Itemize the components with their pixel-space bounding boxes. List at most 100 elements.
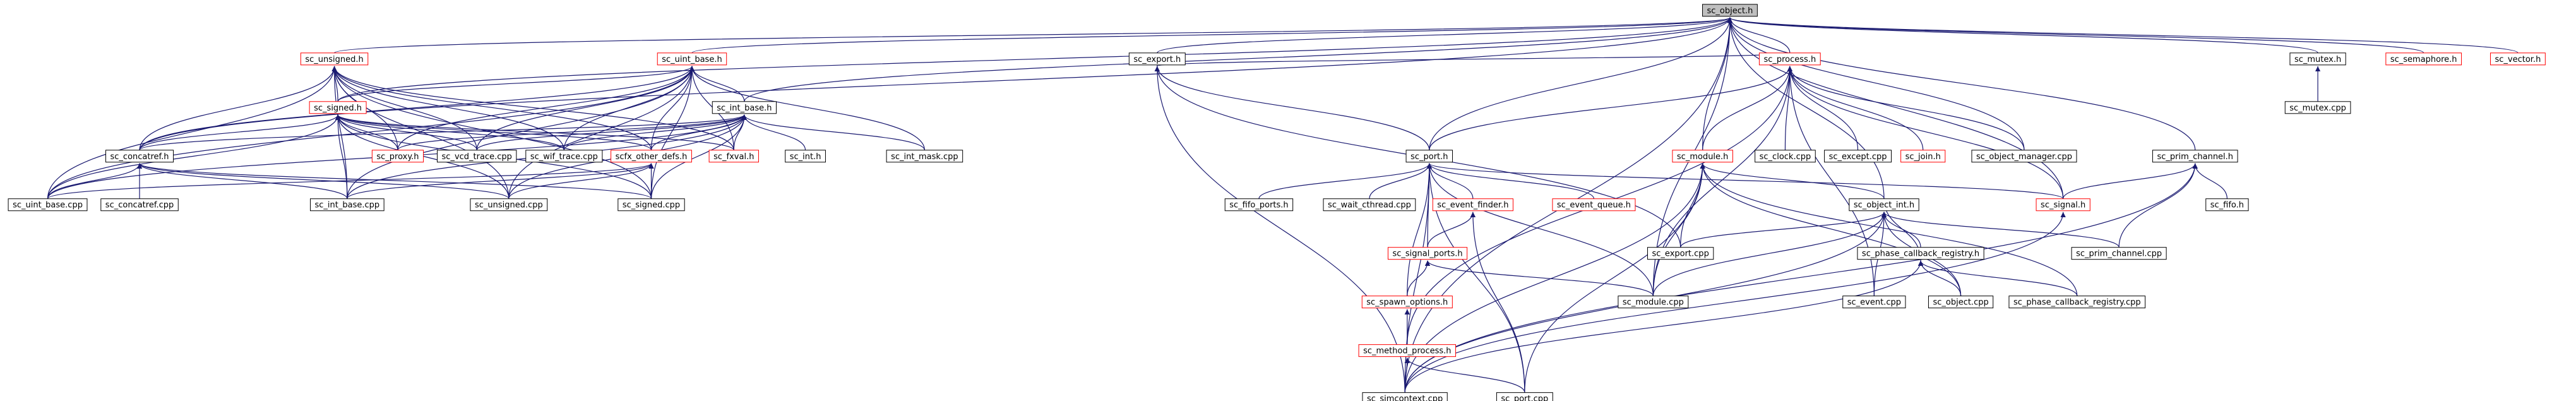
node-sc-export-h[interactable]: sc_export.h: [1128, 52, 1186, 66]
node-sc-int-base-cpp[interactable]: sc_int_base.cpp: [310, 198, 385, 212]
node-sc-phase-callback-registry-h[interactable]: sc_phase_callback_registry.h: [1857, 247, 1984, 260]
node-sc-signed-h[interactable]: sc_signed.h: [309, 101, 367, 114]
node-sc-method-process-h[interactable]: sc_method_process.h: [1358, 344, 1457, 357]
node-sc-prim-channel-h[interactable]: sc_prim_channel.h: [2152, 150, 2238, 163]
node-box[interactable]: [886, 150, 963, 163]
node-box[interactable]: [1842, 296, 1906, 309]
node-sc-export-cpp[interactable]: sc_export.cpp: [1647, 247, 1714, 260]
node-box[interactable]: [437, 150, 517, 163]
node-sc-uint-base-h[interactable]: sc_uint_base.h: [657, 52, 727, 66]
node-sc-event-queue-h[interactable]: sc_event_queue.h: [1552, 198, 1636, 212]
node-box[interactable]: [1358, 344, 1457, 357]
node-sc-semaphore-h[interactable]: sc_semaphore.h: [2385, 52, 2462, 66]
node-box[interactable]: [8, 198, 88, 212]
node-box[interactable]: [1971, 150, 2077, 163]
node-sc-unsigned-h[interactable]: sc_unsigned.h: [300, 52, 369, 66]
node-box[interactable]: [2071, 247, 2167, 260]
node-sc-object-h[interactable]: sc_object.h: [1702, 4, 1758, 17]
node-box[interactable]: [1647, 247, 1714, 260]
node-box[interactable]: [617, 198, 685, 212]
node-box[interactable]: [1618, 296, 1689, 309]
node-sc-module-h[interactable]: sc_module.h: [1672, 150, 1733, 163]
node-box[interactable]: [2385, 52, 2462, 66]
node-sc-phase-callback-registry-cpp[interactable]: sc_phase_callback_registry.cpp: [2008, 296, 2146, 309]
node-box[interactable]: [1552, 198, 1636, 212]
node-sc-concatref-cpp[interactable]: sc_concatref.cpp: [100, 198, 179, 212]
node-sc-clock-cpp[interactable]: sc_clock.cpp: [1755, 150, 1816, 163]
node-box[interactable]: [1672, 150, 1733, 163]
node-box[interactable]: [1755, 150, 1816, 163]
node-box[interactable]: [1900, 150, 1946, 163]
node-box[interactable]: [1432, 198, 1513, 212]
node-sc-wait-cthread-cpp[interactable]: sc_wait_cthread.cpp: [1323, 198, 1416, 212]
node-box[interactable]: [2008, 296, 2146, 309]
node-sc-spawn-options-h[interactable]: sc_spawn_options.h: [1361, 296, 1453, 309]
node-sc-fifo-h[interactable]: sc_fifo.h: [2205, 198, 2249, 212]
node-sc-simcontext-cpp[interactable]: sc_simcontext.cpp: [1362, 392, 1448, 401]
node-box[interactable]: [105, 150, 174, 163]
node-box[interactable]: [712, 101, 777, 114]
node-sc-proxy-h[interactable]: sc_proxy.h: [371, 150, 424, 163]
node-sc-vector-h[interactable]: sc_vector.h: [2490, 52, 2546, 66]
node-sc-module-cpp[interactable]: sc_module.cpp: [1618, 296, 1689, 309]
node-box[interactable]: [1857, 247, 1984, 260]
node-box[interactable]: [611, 150, 692, 163]
node-sc-wif-trace-cpp[interactable]: sc_wif_trace.cpp: [525, 150, 603, 163]
node-box[interactable]: [100, 198, 179, 212]
node-box[interactable]: [2205, 198, 2249, 212]
node-sc-object-manager-cpp[interactable]: sc_object_manager.cpp: [1971, 150, 2077, 163]
node-box[interactable]: [1849, 198, 1919, 212]
node-box[interactable]: [309, 101, 367, 114]
node-box[interactable]: [1928, 296, 1994, 309]
node-sc-except-cpp[interactable]: sc_except.cpp: [1824, 150, 1892, 163]
node-sc-uint-base-cpp[interactable]: sc_uint_base.cpp: [8, 198, 88, 212]
node-box[interactable]: [371, 150, 424, 163]
node-box[interactable]: [1702, 4, 1758, 17]
node-sc-vcd-trace-cpp[interactable]: sc_vcd_trace.cpp: [437, 150, 517, 163]
node-sc-event-cpp[interactable]: sc_event.cpp: [1842, 296, 1906, 309]
node-box[interactable]: [1361, 296, 1453, 309]
node-sc-fxval-h[interactable]: sc_fxval.h: [708, 150, 759, 163]
node-sc-int-base-h[interactable]: sc_int_base.h: [712, 101, 777, 114]
node-box[interactable]: [2284, 101, 2351, 114]
node-sc-int-mask-cpp[interactable]: sc_int_mask.cpp: [886, 150, 963, 163]
node-box[interactable]: [470, 198, 548, 212]
node-sc-object-cpp[interactable]: sc_object.cpp: [1928, 296, 1994, 309]
node-sc-concatref-h[interactable]: sc_concatref.h: [105, 150, 174, 163]
node-sc-prim-channel-cpp[interactable]: sc_prim_channel.cpp: [2071, 247, 2167, 260]
node-box[interactable]: [2289, 52, 2346, 66]
node-box[interactable]: [785, 150, 826, 163]
node-sc-signal-ports-h[interactable]: sc_signal_ports.h: [1387, 247, 1468, 260]
node-box[interactable]: [2036, 198, 2090, 212]
node-sc-mutex-h[interactable]: sc_mutex.h: [2289, 52, 2346, 66]
node-box[interactable]: [2490, 52, 2546, 66]
node-box[interactable]: [1362, 392, 1448, 401]
node-box[interactable]: [525, 150, 603, 163]
node-box[interactable]: [1758, 52, 1821, 66]
node-box[interactable]: [1128, 52, 1186, 66]
node-sc-object-int-h[interactable]: sc_object_int.h: [1849, 198, 1919, 212]
node-scfx-other-defs-h[interactable]: scfx_other_defs.h: [611, 150, 692, 163]
node-box[interactable]: [708, 150, 759, 163]
node-sc-signed-cpp[interactable]: sc_signed.cpp: [617, 198, 685, 212]
node-sc-process-h[interactable]: sc_process.h: [1758, 52, 1821, 66]
node-sc-mutex-cpp[interactable]: sc_mutex.cpp: [2284, 101, 2351, 114]
node-box[interactable]: [1224, 198, 1294, 212]
node-box[interactable]: [1496, 392, 1553, 401]
node-box[interactable]: [310, 198, 385, 212]
node-sc-fifo-ports-h[interactable]: sc_fifo_ports.h: [1224, 198, 1294, 212]
node-box[interactable]: [300, 52, 369, 66]
node-sc-event-finder-h[interactable]: sc_event_finder.h: [1432, 198, 1513, 212]
node-sc-int-h[interactable]: sc_int.h: [785, 150, 826, 163]
node-box[interactable]: [657, 52, 727, 66]
node-sc-port-h[interactable]: sc_port.h: [1405, 150, 1453, 163]
node-box[interactable]: [1824, 150, 1892, 163]
node-box[interactable]: [1405, 150, 1453, 163]
node-box[interactable]: [1323, 198, 1416, 212]
node-box[interactable]: [2152, 150, 2238, 163]
node-sc-port-cpp[interactable]: sc_port.cpp: [1496, 392, 1553, 401]
node-sc-unsigned-cpp[interactable]: sc_unsigned.cpp: [470, 198, 548, 212]
node-sc-signal-h[interactable]: sc_signal.h: [2036, 198, 2090, 212]
node-box[interactable]: [1387, 247, 1468, 260]
node-sc-join-h[interactable]: sc_join.h: [1900, 150, 1946, 163]
